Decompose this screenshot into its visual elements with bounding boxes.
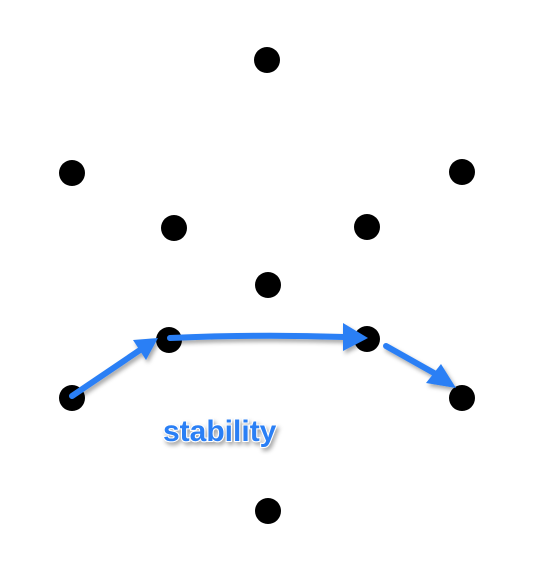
node-inner-right [354, 214, 380, 240]
nodes [59, 47, 475, 524]
arrows [69, 323, 456, 399]
arrow-lower-left-to-mid-left [69, 338, 158, 399]
node-inner-left [161, 215, 187, 241]
stability-label: stability [163, 415, 277, 448]
node-upper-left [59, 160, 85, 186]
node-top [254, 47, 280, 73]
node-bottom [255, 498, 281, 524]
arrow-mid-right-to-lower-right [383, 343, 456, 388]
arrow-mid-left-to-mid-right [167, 323, 368, 351]
node-center [255, 272, 281, 298]
node-lower-right [449, 385, 475, 411]
node-upper-right [449, 159, 475, 185]
node-mid-right [354, 326, 380, 352]
